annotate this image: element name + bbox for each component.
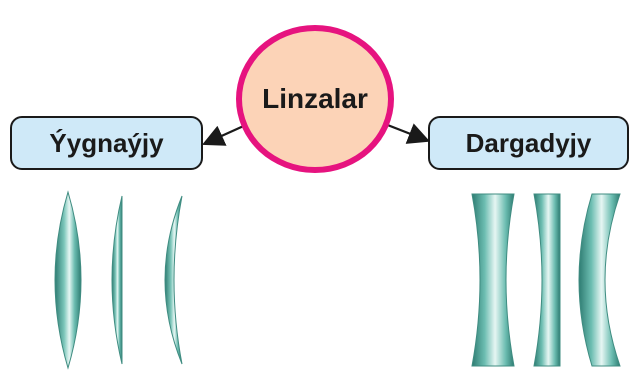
biconvex-lens [54, 190, 82, 370]
meniscus-diverging-lens [578, 193, 621, 367]
center-node-lenses: Linzalar [236, 25, 394, 173]
diverging-lenses-illustration [471, 193, 621, 367]
converging-lenses-illustration [54, 190, 183, 370]
plano-concave-lens [533, 193, 561, 367]
arrow-to-diverging [384, 122, 431, 144]
biconcave-lens [471, 193, 515, 367]
diverging-lens-box: Dargadyjy [428, 116, 629, 170]
meniscus-converging-lens [164, 195, 183, 365]
converging-lens-box: Ýygnaýjy [10, 116, 203, 170]
center-node-label: Linzalar [262, 83, 368, 114]
plano-convex-lens [111, 195, 123, 365]
